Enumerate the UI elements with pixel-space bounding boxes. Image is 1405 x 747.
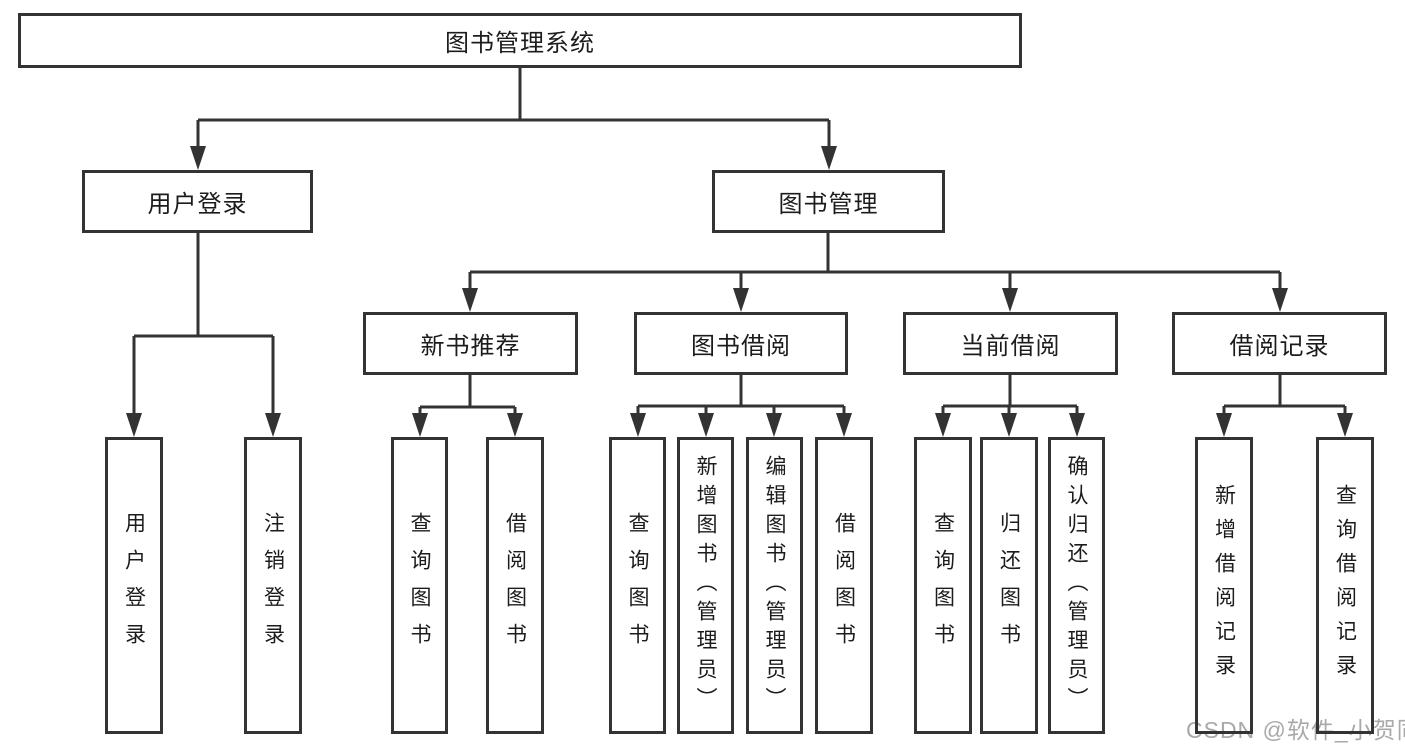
watermark: CSDN @软件_小贺同学 xyxy=(1186,717,1405,743)
leaf-query-books-2-label: 查询图书 xyxy=(626,511,649,660)
leaf-user-login-label: 用户登录 xyxy=(122,511,146,660)
leaf-confirm-return-admin: 确认归还（管理员） xyxy=(1048,437,1105,734)
node-borrow-records: 借阅记录 xyxy=(1172,312,1387,375)
node-borrow-records-label: 借阅记录 xyxy=(1229,333,1330,360)
connector-book-borrow-children xyxy=(630,375,852,437)
node-user-login: 用户登录 xyxy=(82,170,313,233)
leaf-user-login: 用户登录 xyxy=(105,437,163,734)
leaf-logout: 注销登录 xyxy=(244,437,302,734)
node-book-management: 图书管理 xyxy=(712,170,945,233)
node-user-login-label: 用户登录 xyxy=(147,191,248,218)
node-root-label: 图书管理系统 xyxy=(445,30,595,57)
leaf-query-books-3-label: 查询图书 xyxy=(931,511,955,660)
leaf-query-borrow-record-label: 查询借阅记录 xyxy=(1333,483,1357,688)
node-book-borrow-label: 图书借阅 xyxy=(691,333,791,360)
leaf-edit-book-admin-label: 编辑图书（管理员） xyxy=(763,455,786,716)
leaf-add-book-admin-label: 新增图书（管理员） xyxy=(694,455,717,716)
leaf-borrow-books-2: 借阅图书 xyxy=(815,437,873,734)
leaf-add-borrow-record: 新增借阅记录 xyxy=(1195,437,1253,734)
connector-current-borrow-children xyxy=(935,375,1085,437)
leaf-query-books-1-label: 查询图书 xyxy=(408,511,431,660)
node-current-borrow: 当前借阅 xyxy=(903,312,1118,375)
connector-root-to-level2 xyxy=(190,68,837,170)
leaf-query-books-3: 查询图书 xyxy=(914,437,972,734)
leaf-return-book-label: 归还图书 xyxy=(997,511,1021,660)
leaf-borrow-books-1-label: 借阅图书 xyxy=(503,511,527,660)
connector-user-login-children xyxy=(126,233,281,437)
leaf-query-borrow-record: 查询借阅记录 xyxy=(1316,437,1374,734)
leaf-borrow-books-1: 借阅图书 xyxy=(486,437,544,734)
node-current-borrow-label: 当前借阅 xyxy=(960,333,1061,360)
leaf-logout-label: 注销登录 xyxy=(261,511,285,660)
connector-new-book-recommend-children xyxy=(412,375,523,437)
leaf-edit-book-admin: 编辑图书（管理员） xyxy=(746,437,803,734)
leaf-query-books-2: 查询图书 xyxy=(609,437,666,734)
leaf-return-book: 归还图书 xyxy=(980,437,1038,734)
leaf-confirm-return-admin-label: 确认归还（管理员） xyxy=(1065,455,1088,716)
leaf-query-books-1: 查询图书 xyxy=(391,437,448,734)
node-root: 图书管理系统 xyxy=(18,13,1022,68)
connector-book-management-children xyxy=(462,233,1288,312)
connector-borrow-records-children xyxy=(1216,375,1353,437)
node-new-book-recommend-label: 新书推荐 xyxy=(420,333,521,360)
node-book-management-label: 图书管理 xyxy=(778,191,879,218)
leaf-add-borrow-record-label: 新增借阅记录 xyxy=(1212,483,1236,688)
node-book-borrow: 图书借阅 xyxy=(634,312,848,375)
node-new-book-recommend: 新书推荐 xyxy=(363,312,578,375)
leaf-borrow-books-2-label: 借阅图书 xyxy=(832,511,856,660)
leaf-add-book-admin: 新增图书（管理员） xyxy=(677,437,734,734)
